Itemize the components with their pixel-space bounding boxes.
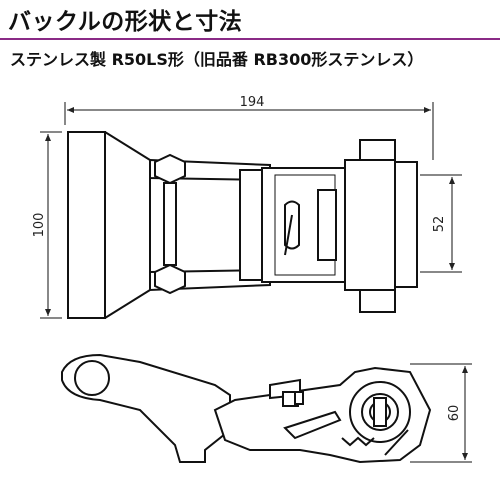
pawl (283, 410, 342, 440)
top-view (67, 131, 418, 319)
dim-inner-width: 52 (420, 174, 462, 273)
side-frame-hole (74, 360, 110, 396)
title-underline (0, 38, 500, 40)
spindle-slot (373, 397, 387, 427)
page-title: バックルの形状と寸法 (8, 9, 243, 35)
dim-height-label: 100 (32, 213, 47, 238)
side-plate (394, 161, 418, 288)
dim-side-height: 60 (410, 363, 472, 463)
dim-height: 100 (32, 131, 62, 319)
latch-tab (317, 189, 337, 261)
hex-nut-top (154, 153, 186, 185)
spindle-drum (344, 159, 396, 291)
lever-pin (284, 214, 293, 256)
hex-nut-bottom (154, 263, 186, 295)
page-subtitle: ステンレス製 R50LS形（旧品番 RB300形ステンレス） (10, 50, 424, 69)
frame-taper-top (104, 131, 151, 161)
spindle-cap-top (359, 139, 396, 161)
bolt (163, 182, 177, 266)
side-view (61, 353, 432, 464)
lever-tab-3 (294, 391, 304, 405)
dim-inner-label: 52 (432, 216, 447, 233)
strap-frame (67, 131, 106, 319)
spindle-cap-bottom (359, 289, 396, 313)
lever-inner (274, 174, 336, 276)
dim-length: 194 (64, 95, 434, 160)
dim-side-label: 60 (447, 405, 462, 422)
ratchet-teeth (341, 436, 375, 447)
wheel-detail (384, 429, 409, 456)
frame-taper-bottom (104, 289, 151, 319)
center-post (239, 169, 263, 281)
dim-length-label: 194 (240, 95, 265, 110)
